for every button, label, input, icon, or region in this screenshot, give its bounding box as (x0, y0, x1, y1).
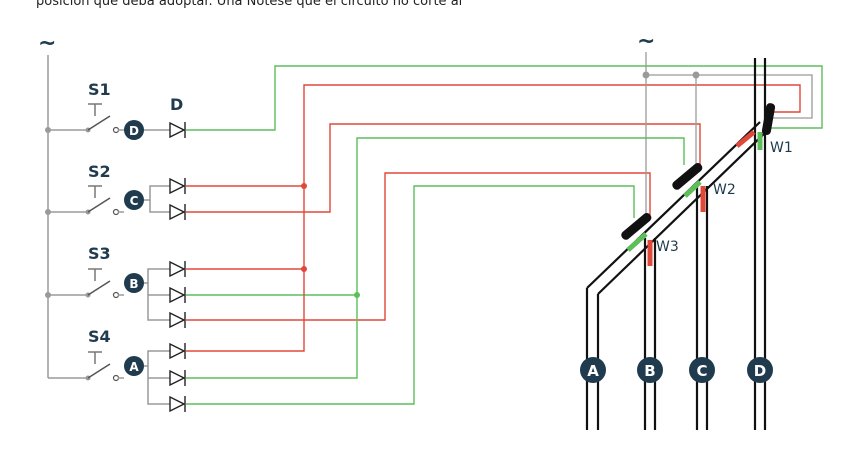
terminal-badge-a: A (124, 356, 144, 376)
diode-d (169, 121, 186, 139)
diode-a2 (169, 369, 186, 387)
turnout-label-w2: W2 (713, 182, 736, 198)
terminal-badge-c: C (124, 190, 144, 210)
left-supply-symbol: ~ (38, 31, 56, 56)
switch-row-2 (45, 185, 124, 216)
svg-text:A: A (129, 360, 139, 374)
right-supply-symbol: ~ (637, 29, 655, 54)
svg-text:C: C (130, 194, 139, 208)
svg-text:C: C (696, 362, 707, 380)
header-text-fragment: posición que deba adoptar. Una Nótese qu… (36, 0, 463, 9)
control-wires (186, 65, 823, 405)
turnout-w1 (735, 103, 776, 150)
track-badge-d: D (747, 357, 773, 383)
track-badge-a: A (580, 357, 606, 383)
diode-a1 (169, 342, 186, 360)
switch-label-s1: S1 (88, 80, 111, 99)
diode-a3 (169, 395, 186, 413)
svg-text:D: D (754, 362, 766, 380)
svg-text:B: B (129, 277, 138, 291)
diode-label-d: D (170, 95, 183, 114)
svg-text:D: D (129, 124, 139, 138)
diode-b1 (169, 260, 186, 278)
track-badge-b: B (637, 357, 663, 383)
turnout-w3 (621, 213, 653, 266)
diode-c1 (169, 177, 186, 195)
switch-row-4 (48, 351, 124, 382)
diode-b3 (169, 311, 186, 329)
diode-c2 (169, 203, 186, 221)
svg-text:A: A (587, 362, 599, 380)
switch-label-s2: S2 (88, 162, 111, 181)
diode-b2 (169, 286, 186, 304)
diode-fanout-wires (144, 129, 170, 405)
wire-junctions (301, 183, 360, 298)
switch-row-3 (45, 268, 124, 299)
switch-s1-lever (87, 115, 111, 131)
turnout-label-w1: W1 (770, 140, 793, 156)
turnout-label-w3: W3 (656, 239, 679, 255)
terminal-badge-b: B (124, 273, 144, 293)
switch-row-1 (45, 103, 124, 134)
svg-text:B: B (644, 362, 655, 380)
terminal-badge-d: D (124, 120, 144, 140)
track-badge-c: C (689, 357, 715, 383)
turnout-w2 (672, 163, 706, 212)
diodes (169, 121, 186, 413)
right-supply-bus (642, 52, 813, 220)
switch-label-s4: S4 (88, 327, 111, 346)
switch-label-s3: S3 (88, 244, 111, 263)
